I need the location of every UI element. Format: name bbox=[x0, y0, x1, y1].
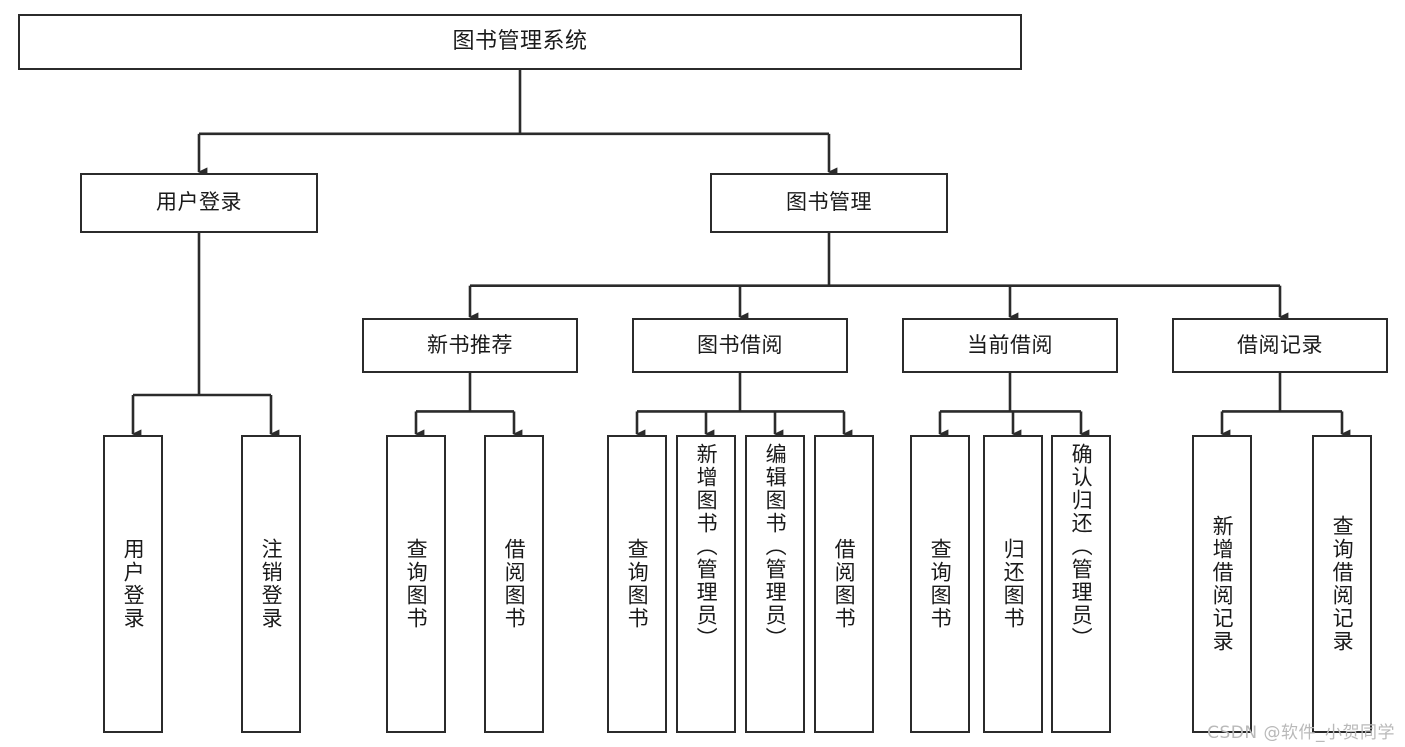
node-leaf_logout[interactable]: 注销登录 bbox=[241, 435, 301, 733]
node-leaf_user_login[interactable]: 用户登录 bbox=[103, 435, 163, 733]
watermark: CSDN @软件_小贺同学 bbox=[1207, 723, 1395, 743]
node-label: 查询图书 bbox=[928, 538, 953, 630]
node-book_borrow[interactable]: 图书借阅 bbox=[632, 318, 848, 373]
node-borrow_record[interactable]: 借阅记录 bbox=[1172, 318, 1388, 373]
node-leaf_edit_book[interactable]: 编辑图书（管理员） bbox=[745, 435, 805, 733]
node-leaf_borrow_book_1[interactable]: 借阅图书 bbox=[484, 435, 544, 733]
node-leaf_add_record[interactable]: 新增借阅记录 bbox=[1192, 435, 1252, 733]
node-label: 借阅图书 bbox=[832, 538, 857, 630]
node-leaf_borrow_book_2[interactable]: 借阅图书 bbox=[814, 435, 874, 733]
node-label: 新增图书（管理员） bbox=[694, 443, 719, 650]
node-label: 注销登录 bbox=[259, 538, 284, 630]
node-label: 新增借阅记录 bbox=[1210, 515, 1235, 653]
node-leaf_return_book[interactable]: 归还图书 bbox=[983, 435, 1043, 733]
node-label: 新书推荐 bbox=[427, 332, 513, 357]
node-user_login[interactable]: 用户登录 bbox=[80, 173, 318, 233]
node-label: 确认归还（管理员） bbox=[1069, 443, 1094, 650]
node-label: 借阅图书 bbox=[502, 538, 527, 630]
node-label: 归还图书 bbox=[1001, 538, 1026, 630]
node-label: 用户登录 bbox=[121, 538, 146, 630]
node-label: 用户登录 bbox=[156, 190, 242, 215]
node-label: 当前借阅 bbox=[967, 332, 1053, 357]
node-current_borrow[interactable]: 当前借阅 bbox=[902, 318, 1118, 373]
node-label: 查询图书 bbox=[625, 538, 650, 630]
node-label: 编辑图书（管理员） bbox=[763, 443, 788, 650]
node-book_mgmt[interactable]: 图书管理 bbox=[710, 173, 948, 233]
node-label: 查询借阅记录 bbox=[1330, 515, 1355, 653]
node-label: 图书管理系统 bbox=[452, 28, 588, 54]
node-new_book_rec[interactable]: 新书推荐 bbox=[362, 318, 578, 373]
node-label: 图书管理 bbox=[786, 190, 872, 215]
node-label: 借阅记录 bbox=[1237, 332, 1323, 357]
node-label: 图书借阅 bbox=[697, 332, 783, 357]
node-leaf_add_book[interactable]: 新增图书（管理员） bbox=[676, 435, 736, 733]
node-leaf_confirm_return[interactable]: 确认归还（管理员） bbox=[1051, 435, 1111, 733]
node-root[interactable]: 图书管理系统 bbox=[18, 14, 1022, 70]
node-leaf_query_book_1[interactable]: 查询图书 bbox=[386, 435, 446, 733]
node-leaf_query_book_2[interactable]: 查询图书 bbox=[607, 435, 667, 733]
node-leaf_query_book_3[interactable]: 查询图书 bbox=[910, 435, 970, 733]
node-leaf_query_record[interactable]: 查询借阅记录 bbox=[1312, 435, 1372, 733]
edges bbox=[131, 70, 1351, 439]
node-label: 查询图书 bbox=[404, 538, 429, 630]
